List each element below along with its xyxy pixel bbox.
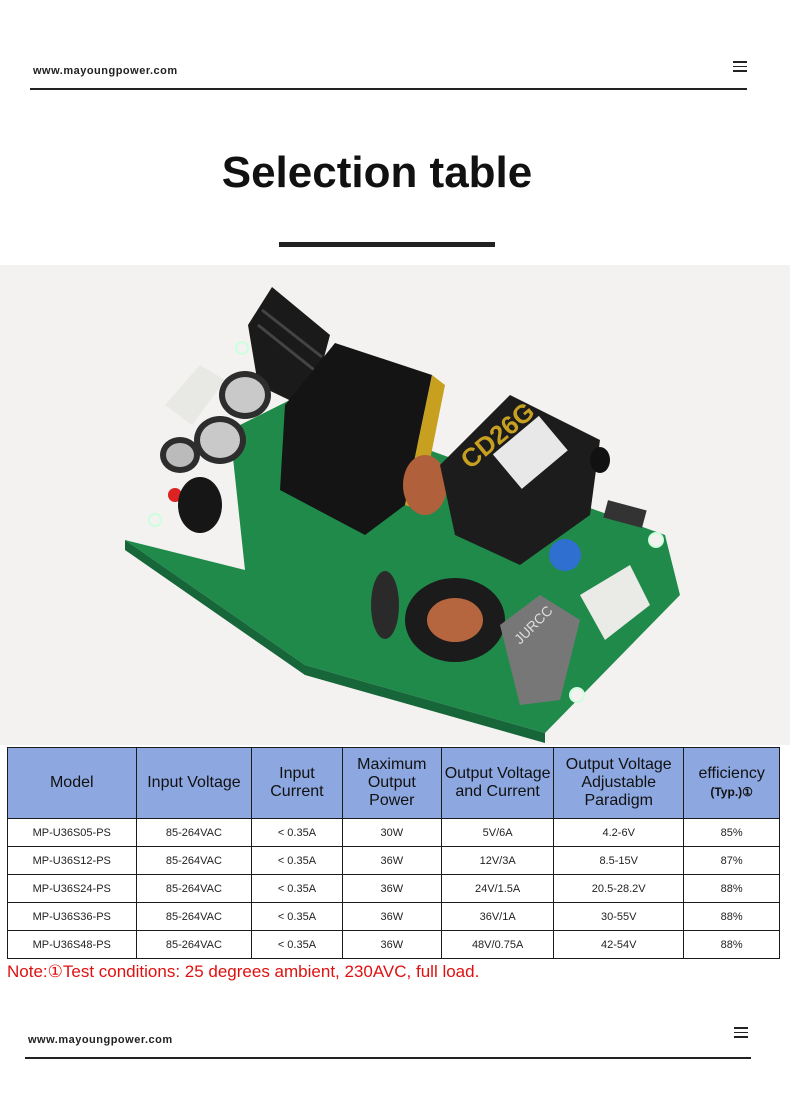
table-cell: 88% [683,874,780,903]
bottom-header: www.mayoungpower.com [0,1018,790,1059]
header-cell-efficiency: efficiency (Typ.)① [683,747,780,819]
table-cell: 4.2-6V [553,818,685,847]
table-row: MP-U36S24-PS 85-264VAC < 0.35A 36W 24V/1… [7,874,780,903]
table-cell: 5V/6A [441,818,555,847]
table-cell: 88% [683,902,780,931]
page-title: Selection table [221,148,533,197]
site-url[interactable]: www.mayoungpower.com [28,1034,173,1046]
table-cell: 88% [683,930,780,959]
table-row: MP-U36S48-PS 85-264VAC < 0.35A 36W 48V/0… [7,930,780,959]
table-row: MP-U36S36-PS 85-264VAC < 0.35A 36W 36V/1… [7,902,780,931]
model-cell: MP-U36S12-PS [7,846,137,875]
table-cell: 42-54V [553,930,685,959]
table-cell: 12V/3A [441,846,555,875]
table-cell: 8.5-15V [553,846,685,875]
header-cell: Maximum Output Power [341,747,443,819]
table-cell: 36W [341,930,443,959]
table-cell: 30W [341,818,443,847]
table-cell: 24V/1.5A [441,874,555,903]
table-cell: < 0.35A [251,818,343,847]
table-cell: 36W [341,902,443,931]
table-cell: 85-264VAC [135,818,253,847]
header-efficiency-label: efficiency [698,765,765,782]
table-cell: 85-264VAC [135,902,253,931]
table-row: MP-U36S05-PS 85-264VAC < 0.35A 30W 5V/6A… [7,818,780,847]
model-cell: MP-U36S48-PS [7,930,137,959]
hamburger-icon[interactable] [733,61,747,72]
table-row: MP-U36S12-PS 85-264VAC < 0.35A 36W 12V/3… [7,846,780,875]
table-cell: 20.5-28.2V [553,874,685,903]
model-cell: MP-U36S36-PS [7,902,137,931]
model-cell: MP-U36S05-PS [7,818,137,847]
title-underline [279,242,495,247]
table-header-row: Model Input Voltage Input Current Maximu… [7,747,780,819]
table-cell: 85-264VAC [135,930,253,959]
table-cell: < 0.35A [251,930,343,959]
table-cell: 87% [683,846,780,875]
header-cell: Model [7,747,137,819]
header-divider [30,88,747,90]
product-photo: CD26G JURCC [0,265,790,745]
site-url[interactable]: www.mayoungpower.com [33,65,178,77]
model-cell: MP-U36S24-PS [7,874,137,903]
table-cell: 36W [341,846,443,875]
hamburger-icon[interactable] [734,1027,748,1038]
test-conditions-note: Note:①Test conditions: 25 degrees ambien… [7,962,480,981]
table-cell: 36V/1A [441,902,555,931]
header-efficiency-sub: (Typ.)① [710,785,753,799]
table-cell: < 0.35A [251,874,343,903]
table-cell: < 0.35A [251,846,343,875]
table-cell: 30-55V [553,902,685,931]
table-cell: 85-264VAC [135,874,253,903]
selection-table: Model Input Voltage Input Current Maximu… [7,747,780,959]
table-cell: 36W [341,874,443,903]
header-cell: Input Current [251,747,343,819]
top-header: www.mayoungpower.com [0,55,790,95]
table-cell: 48V/0.75A [441,930,555,959]
table-cell: < 0.35A [251,902,343,931]
header-cell: Output Voltage Adjustable Paradigm [553,747,685,819]
header-cell: Output Voltage and Current [441,747,555,819]
footer-divider [25,1057,751,1059]
table-cell: 85-264VAC [135,846,253,875]
table-cell: 85% [683,818,780,847]
header-cell: Input Voltage [135,747,253,819]
